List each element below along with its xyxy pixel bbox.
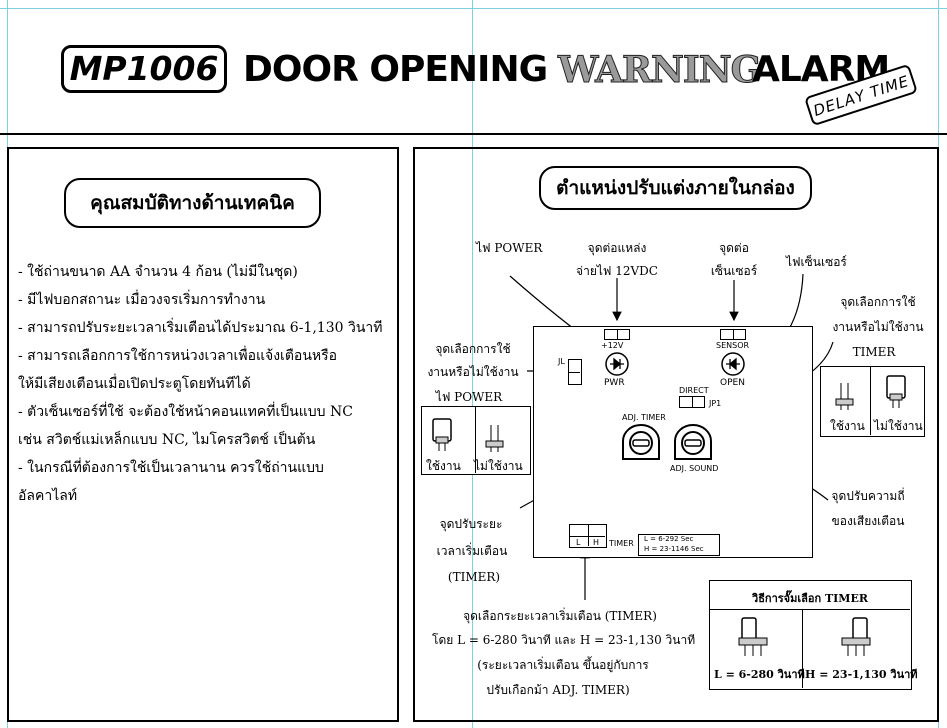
guide-line [0,8,947,9]
bottom-note-1: จุดเลือกระยะเวลาเริ่มเตือน (TIMER) [463,609,657,623]
label-pwr: PWR [604,378,625,388]
label-adj-timer-1: จุดปรับระยะ [439,517,503,531]
spec-line: - ในกรณีที่ต้องการใช้เป็นเวลานาน ควรใช้ถ… [18,460,324,476]
guide-line [472,0,473,728]
spec-line: ให้มีเสียงเตือนเมื่อเปิดประตูโดยทันทีได้ [18,376,251,392]
label-direct: DIRECT [679,386,709,395]
bottom-note-2: โดย L = 6-280 วินาที และ H = 23-1,130 วิ… [432,633,696,647]
timer-range-jumper [569,524,607,548]
label-sensor-2: เซ็นเซอร์ [710,264,758,278]
label-supply-1: จุดต่อแหล่ง [587,241,647,255]
power-jumper-table [421,406,531,475]
spec-line: เช่น สวิตช์แม่เหล็กแบบ NC, ไมโครสวิตช์ เ… [18,432,316,448]
range-l: L = 6-292 Sec [644,535,694,543]
label-adj-sound: ADJ. SOUND [670,464,719,473]
power-jumper [568,359,582,385]
timer-l-label: L = 6-280 วินาที [714,668,805,681]
jumper-use-icon [835,383,854,410]
label-power-sel-3: ไฟ POWER [435,390,503,404]
jumper-h-icon [841,617,871,656]
label-timer-sel-3: TIMER [852,345,896,359]
jumper-on-icon [432,418,452,451]
direct-jumper [679,396,705,408]
label-timer-nouse: ไม่ใช้งาน [874,419,923,433]
label-timer-use: ใช้งาน [830,419,865,433]
model-label: MP1006 [61,45,227,93]
sound-trimmer-icon [674,424,712,460]
label-adj-timer-2: เวลาเริ่มเตือน [436,544,508,558]
label-12v: +12V [601,341,624,350]
label-jl: JL [558,357,565,366]
label-power-sel-2: งานหรือไม่ใช้งาน [427,365,519,379]
label-supply-2: จ่ายไฟ 12VDC [576,264,658,278]
title-warning: WARNING [557,49,761,92]
range-h: H = 23-1146 Sec [644,545,704,553]
label-power-use: ใช้งาน [426,459,461,473]
spec-line: - สามารถเลือกการใช้การหน่วงเวลาเพื่อแจ้ง… [18,348,338,364]
label-sensor: SENSOR [716,341,750,350]
label-h: H [593,538,600,547]
timer-h-label: H = 23-1,130 วินาที [805,668,918,681]
label-jp1: JP1 [709,399,722,408]
label-sensor-led: ไฟเซ็นเซอร์ [786,255,847,269]
bottom-note-4: ปรับเกือกม้า ADJ. TIMER) [486,683,630,697]
timer-trimmer-icon [622,424,660,460]
spec-line: - สามารถปรับระยะเวลาเริ่มเตือนได้ประมาณ … [18,320,383,336]
spec-line: - มีไฟบอกสถานะ เมื่อวงจรเริ่มการทำงาน [18,292,266,308]
specs-panel [7,147,399,722]
specs-heading: คุณสมบัติทางด้านเทคนิค [64,178,321,228]
layout-heading: ตำแหน่งปรับแต่งภายในกล่อง [539,166,812,210]
layout-panel [413,147,939,722]
label-adj-timer: ADJ. TIMER [622,413,666,422]
timer-method-title: วิธีการจั๊มเลือก TIMER [752,592,868,605]
sensor-led-icon [721,352,745,376]
sensor-connector [720,329,746,340]
label-timer-sel-2: งานหรือไม่ใช้งาน [832,320,924,334]
supply-connector [604,329,630,340]
range-table [638,534,720,556]
jumper-nouse-icon [886,375,906,408]
label-sensor-1: จุดต่อ [719,241,749,255]
label-adj-timer-3: (TIMER) [447,570,501,584]
jumper-l-icon [738,617,768,656]
header-divider [0,133,947,135]
label-open: OPEN [720,378,745,388]
label-power-sel-1: จุดเลือกการใช้ [435,342,511,356]
spec-line: - ตัวเซ็นเซอร์ที่ใช้ จะต้องใช้หน้าคอนแทค… [18,404,353,420]
label-timer: TIMER [609,539,634,548]
spec-line: อัลคาไลท์ [18,488,78,504]
bottom-note-3: (ระยะเวลาเริ่มเตือน ขึ้นอยู่กับการ [477,658,649,672]
title-door-opening: DOOR OPENING [243,49,548,90]
power-led-icon [605,352,629,376]
label-adj-sound-2: ของเสียงเตือน [831,514,905,528]
label-timer-sel-1: จุดเลือกการใช้ [840,295,916,309]
label-power-led: ไฟ POWER [476,241,543,255]
label-l: L [576,538,581,547]
spec-line: - ใช้ถ่านขนาด AA จำนวน 4 ก้อน (ไม่มีในชุ… [18,264,298,280]
jumper-off-icon [485,425,504,452]
label-power-nouse: ไม่ใช้งาน [474,459,523,473]
label-adj-sound-1: จุดปรับความถี่ [831,489,905,503]
